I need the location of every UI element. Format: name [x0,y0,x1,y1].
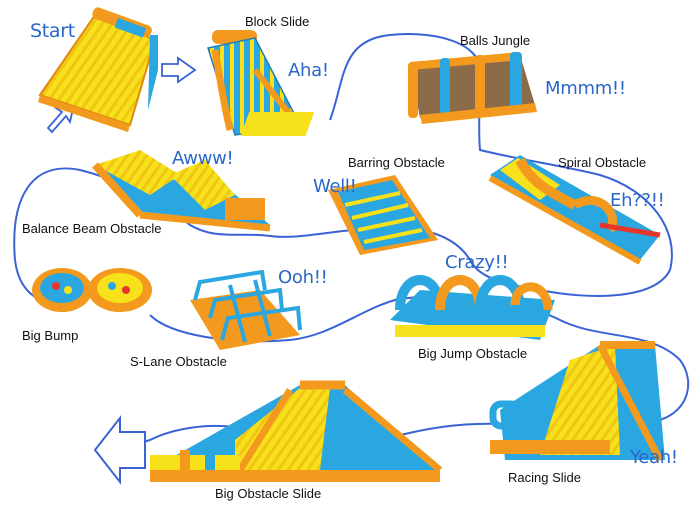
exclaim-barring-obstacle: Well! [313,176,357,197]
start-slide [38,7,158,132]
spiral-obstacle [488,155,661,265]
station-label-balls-jungle: Balls Jungle [460,33,531,48]
station-label-block-slide: Block Slide [245,14,310,29]
racing-slide [489,341,665,462]
balls-jungle [408,52,537,124]
big-obstacle-slide [150,380,443,482]
finish-arrow [93,415,146,485]
to-block-slide-arrow [161,56,197,84]
station-label-racing-slide: Racing Slide [508,470,581,485]
balance-beam-obstacle [92,150,271,232]
exclaim-racing-slide: Yeah! [630,447,678,468]
station-label-s-lane: S-Lane Obstacle [130,354,227,369]
station-label-big-jump: Big Jump Obstacle [418,346,528,361]
start-label: Start [30,20,75,42]
exclaim-spiral-obstacle: Eh??!! [610,190,665,211]
station-label-barring-obstacle: Barring Obstacle [348,155,445,170]
exclaim-block-slide: Aha! [288,60,329,81]
barring-obstacle [328,175,438,255]
station-label-big-bump: Big Bump [22,328,79,343]
s-lane-obstacle [190,269,302,350]
big-bump [32,268,152,312]
block-slide [207,30,315,136]
exclaim-s-lane: Ooh!! [278,267,328,288]
station-label-balance-beam: Balance Beam Obstacle [22,221,162,236]
exclaim-balls-jungle: Mmmm!! [545,78,626,99]
exclaim-big-jump: Crazy!! [445,252,509,273]
big-jump-obstacle [390,275,555,340]
station-label-spiral-obstacle: Spiral Obstacle [558,155,647,170]
exclaim-balance-beam: Awww! [172,148,234,169]
station-label-big-obstacle-slide: Big Obstacle Slide [215,486,322,501]
